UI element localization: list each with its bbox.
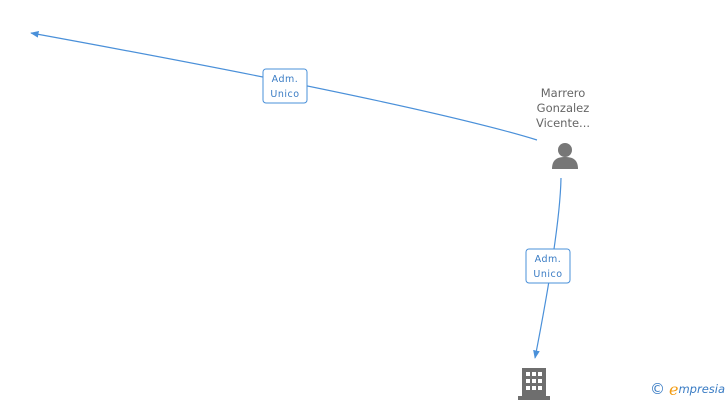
copyright-icon: © [650, 380, 665, 398]
edge-label-line: Unico [270, 89, 299, 100]
brand-name: mpresia [678, 382, 726, 396]
empresia-watermark: © e mpresia [650, 379, 725, 399]
edge-label-line: Adm. [535, 254, 562, 265]
person-name-line: Gonzalez [537, 101, 590, 115]
edge-label-adm-unico-2[interactable]: Adm. Unico [525, 248, 571, 284]
building-icon [518, 368, 550, 400]
brand-initial: e [669, 379, 679, 399]
company-node[interactable] [518, 368, 550, 400]
edge-label-line: Adm. [272, 74, 299, 85]
person-name-line: Vicente... [536, 116, 590, 130]
edge-label-adm-unico-1[interactable]: Adm. Unico [262, 68, 308, 104]
person-icon [552, 143, 578, 169]
person-name: Marrero Gonzalez Vicente... [536, 86, 590, 130]
edge-label-line: Unico [533, 269, 562, 280]
edge-line-offscreen-company [30, 31, 538, 141]
person-name-line: Marrero [541, 86, 586, 100]
person-node[interactable]: Marrero Gonzalez Vicente... [536, 86, 590, 169]
